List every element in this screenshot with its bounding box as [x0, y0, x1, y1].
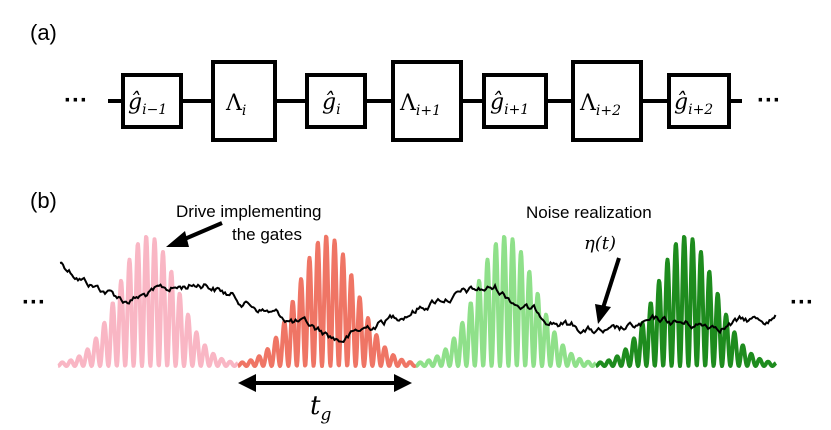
noise-trace — [59, 261, 777, 343]
drive-arrow — [166, 221, 223, 247]
drive-label-line2: the gates — [232, 225, 302, 244]
gate-lambda-i-subscript: i — [242, 103, 246, 119]
gate-g-i-plus-1-symbol: ĝ — [490, 90, 504, 115]
svg-text:ĝi+1: ĝi+1 — [490, 90, 529, 118]
gate-g-i-minus-1: ĝi−1 — [121, 73, 183, 129]
svg-text:ĝi: ĝi — [322, 90, 341, 118]
signal-trailing-dots: ··· — [790, 289, 814, 316]
gate-g-i-plus-1: ĝi+1 — [482, 73, 548, 129]
drive-pulses — [56, 234, 778, 368]
gate-time-subscript: g — [320, 405, 331, 425]
gate-time-label: tg — [310, 391, 331, 425]
panel-a-label: (a) — [30, 20, 57, 45]
gate-g-i-minus-1-subscript: i−1 — [142, 102, 167, 118]
noise-label: Noise realization — [526, 203, 652, 222]
panel-b-label: (b) — [30, 188, 57, 213]
gate-lambda-i-symbol: Λ — [225, 91, 243, 116]
gate-time-main: t — [310, 391, 321, 421]
gate-g-i-subscript: i — [336, 102, 340, 118]
gate-lambda-i-plus-1-subscript: i+1 — [416, 103, 441, 119]
gate-g-i-plus-1-subscript: i+1 — [504, 102, 529, 118]
svg-text:Λi: Λi — [225, 91, 246, 119]
gate-g-i-plus-2-subscript: i+2 — [688, 102, 713, 118]
gate-lambda-i-plus-2-symbol: Λ — [579, 91, 597, 116]
gate-lambda-i-plus-1-symbol: Λ — [399, 91, 417, 116]
drive-label-line1: Drive implementing — [176, 202, 322, 221]
gate-g-i: ĝi — [305, 73, 367, 129]
gate-lambda-i-plus-1: Λi+1 — [391, 60, 463, 142]
circuit-leading-dots: ··· — [64, 87, 88, 114]
gate-g-i-plus-2-symbol: ĝ — [674, 90, 688, 115]
gate-g-i-plus-2: ĝi+2 — [667, 73, 731, 129]
svg-text:Λi+1: Λi+1 — [399, 91, 441, 119]
svg-text:ĝi+2: ĝi+2 — [674, 90, 713, 118]
gate-g-i-minus-1-symbol: ĝ — [128, 90, 142, 115]
noise-symbol: η(t) — [584, 233, 616, 254]
gate-lambda-i-plus-2-subscript: i+2 — [596, 103, 621, 119]
circuit-trailing-dots: ··· — [757, 87, 781, 114]
drive-pulse-1 — [56, 235, 240, 368]
svg-text:Λi+2: Λi+2 — [579, 91, 621, 119]
drive-pulse-2 — [236, 234, 418, 368]
noise-arrow — [595, 257, 621, 324]
drive-pulse-4 — [594, 235, 778, 368]
signal-leading-dots: ··· — [22, 289, 46, 316]
gate-g-i-symbol: ĝ — [322, 90, 336, 115]
gate-lambda-i-plus-2: Λi+2 — [571, 60, 643, 142]
svg-text:ĝi−1: ĝi−1 — [128, 90, 167, 118]
gate-time-arrow — [238, 374, 412, 392]
gate-lambda-i: Λi — [211, 60, 277, 142]
drive-pulse-3 — [414, 235, 598, 368]
